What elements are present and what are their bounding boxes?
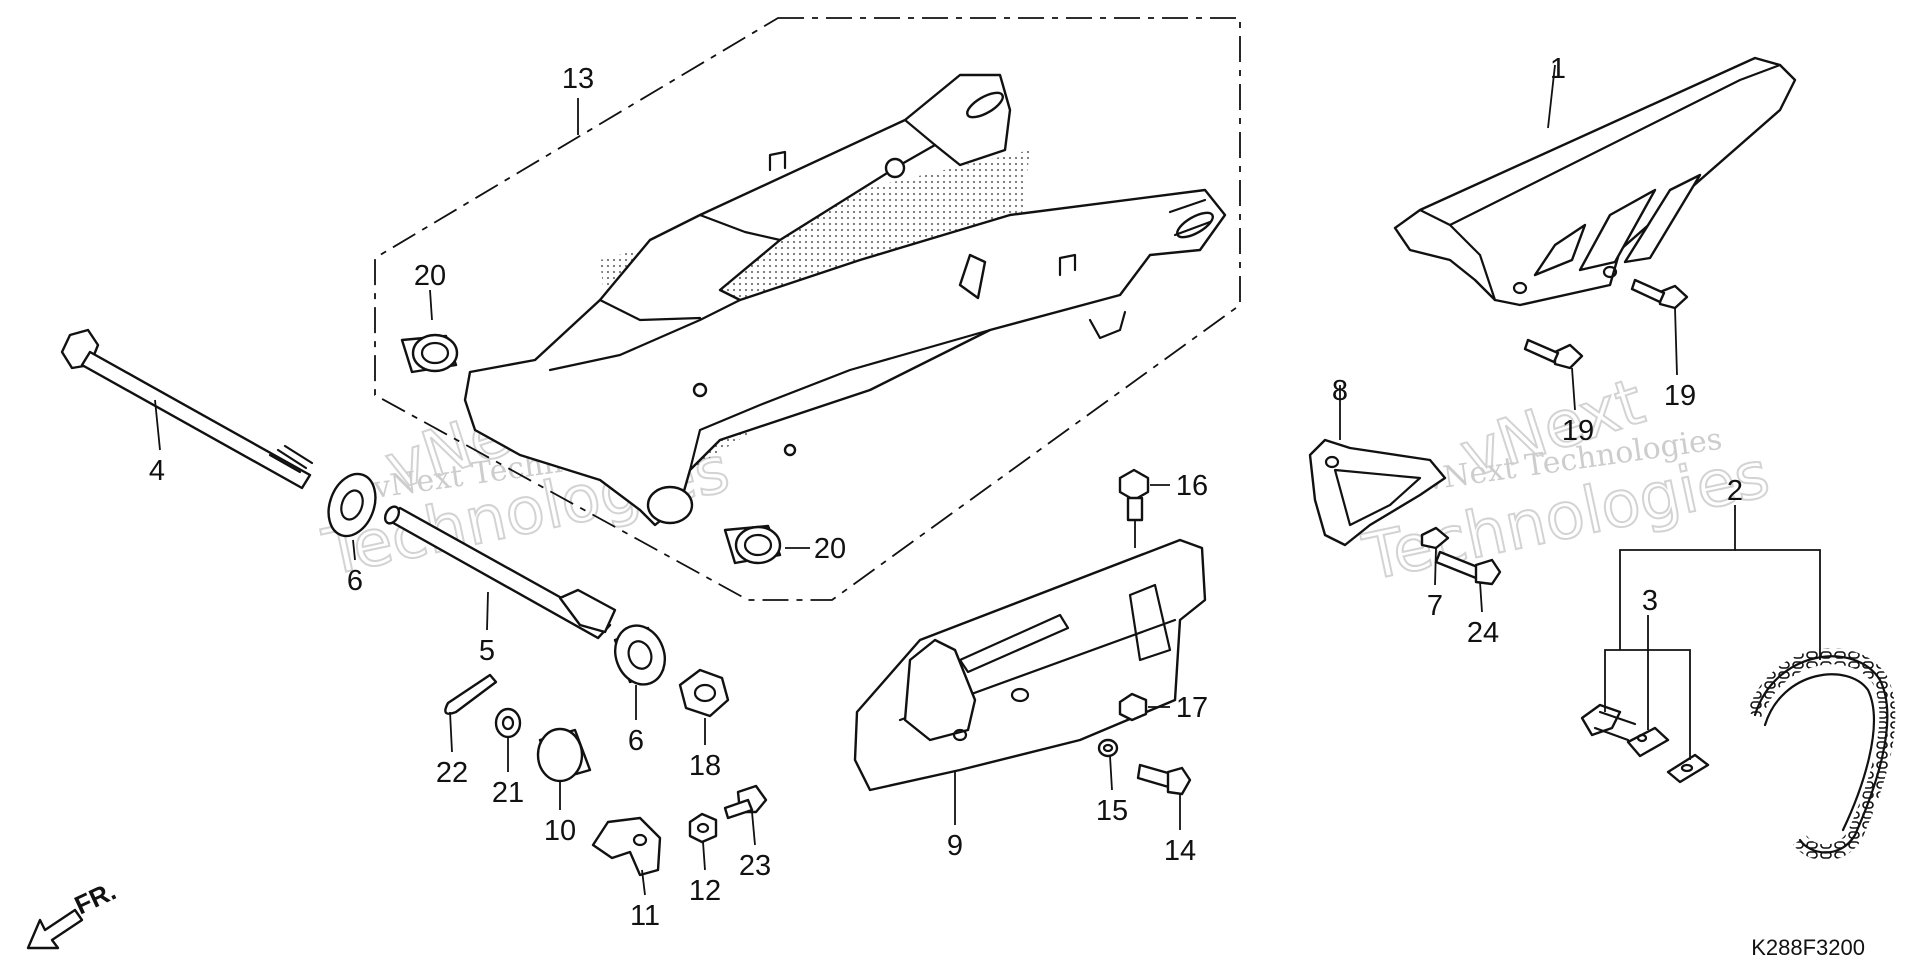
callout-2: 2	[1727, 475, 1743, 507]
chain-slider	[853, 538, 1207, 792]
nut-17	[1118, 692, 1148, 722]
callout-6-upper: 6	[347, 565, 363, 597]
dust-seal-upper	[327, 472, 377, 538]
callout-15: 15	[1096, 795, 1128, 827]
callout-23: 23	[739, 850, 771, 882]
callout-13: 13	[562, 63, 594, 95]
leader-lines	[154, 64, 1821, 896]
callout-7: 7	[1427, 590, 1443, 622]
callout-18: 18	[689, 750, 721, 782]
pivot-bolt	[60, 328, 314, 490]
front-direction-arrow: FR.	[26, 876, 121, 950]
callout-22: 22	[436, 757, 468, 789]
pivot-collar	[383, 505, 617, 640]
bolt-23	[723, 784, 768, 820]
chain-case	[1393, 56, 1797, 307]
callout-3: 3	[1642, 585, 1658, 617]
callout-19-left: 19	[1562, 415, 1594, 447]
bolt-19-left	[1523, 338, 1584, 370]
callout-4: 4	[149, 455, 165, 487]
washer-15	[1097, 738, 1119, 758]
callout-8: 8	[1332, 375, 1348, 407]
bolt-24	[1434, 550, 1502, 586]
callout-19-right: 19	[1664, 380, 1696, 412]
callout-17: 17	[1176, 692, 1208, 724]
chain-guide-plate	[1308, 438, 1447, 547]
cotter-pin	[444, 673, 498, 715]
callout-21: 21	[492, 777, 524, 809]
callout-12: 12	[689, 875, 721, 907]
callout-9: 9	[947, 830, 963, 862]
swingarm-assembly-frame	[374, 17, 1241, 601]
callout-20-upper: 20	[414, 260, 446, 292]
bushing-20-lower	[723, 524, 782, 565]
swingarm	[463, 73, 1227, 527]
callout-6-lower: 6	[628, 725, 644, 757]
nut-12	[688, 812, 718, 844]
bracket-11	[591, 816, 662, 877]
collar-10	[536, 727, 592, 783]
bolt-7	[1420, 526, 1450, 550]
pivot-nut	[678, 668, 730, 718]
callout-16: 16	[1176, 470, 1208, 502]
washer-21	[494, 707, 522, 739]
drive-chain	[1747, 648, 1896, 861]
dust-seal-lower	[613, 624, 666, 686]
callout-numbers: 13 1 20 20 4 6 5 6 18 22 21 10 11 12 23 …	[149, 53, 1743, 932]
bolt-14	[1136, 763, 1192, 796]
chain-joint-set	[1580, 703, 1710, 784]
drawing-code: K288F3200	[1751, 935, 1865, 960]
bushing-20-upper	[400, 333, 459, 374]
callout-1: 1	[1550, 53, 1566, 85]
bolt-19-right	[1630, 278, 1689, 310]
callout-11: 11	[630, 900, 660, 932]
callout-20-lower: 20	[814, 533, 846, 565]
callout-10: 10	[544, 815, 576, 847]
callout-14: 14	[1164, 835, 1196, 867]
callout-24: 24	[1467, 617, 1499, 649]
callout-5: 5	[479, 635, 495, 667]
bolt-16	[1118, 468, 1150, 522]
